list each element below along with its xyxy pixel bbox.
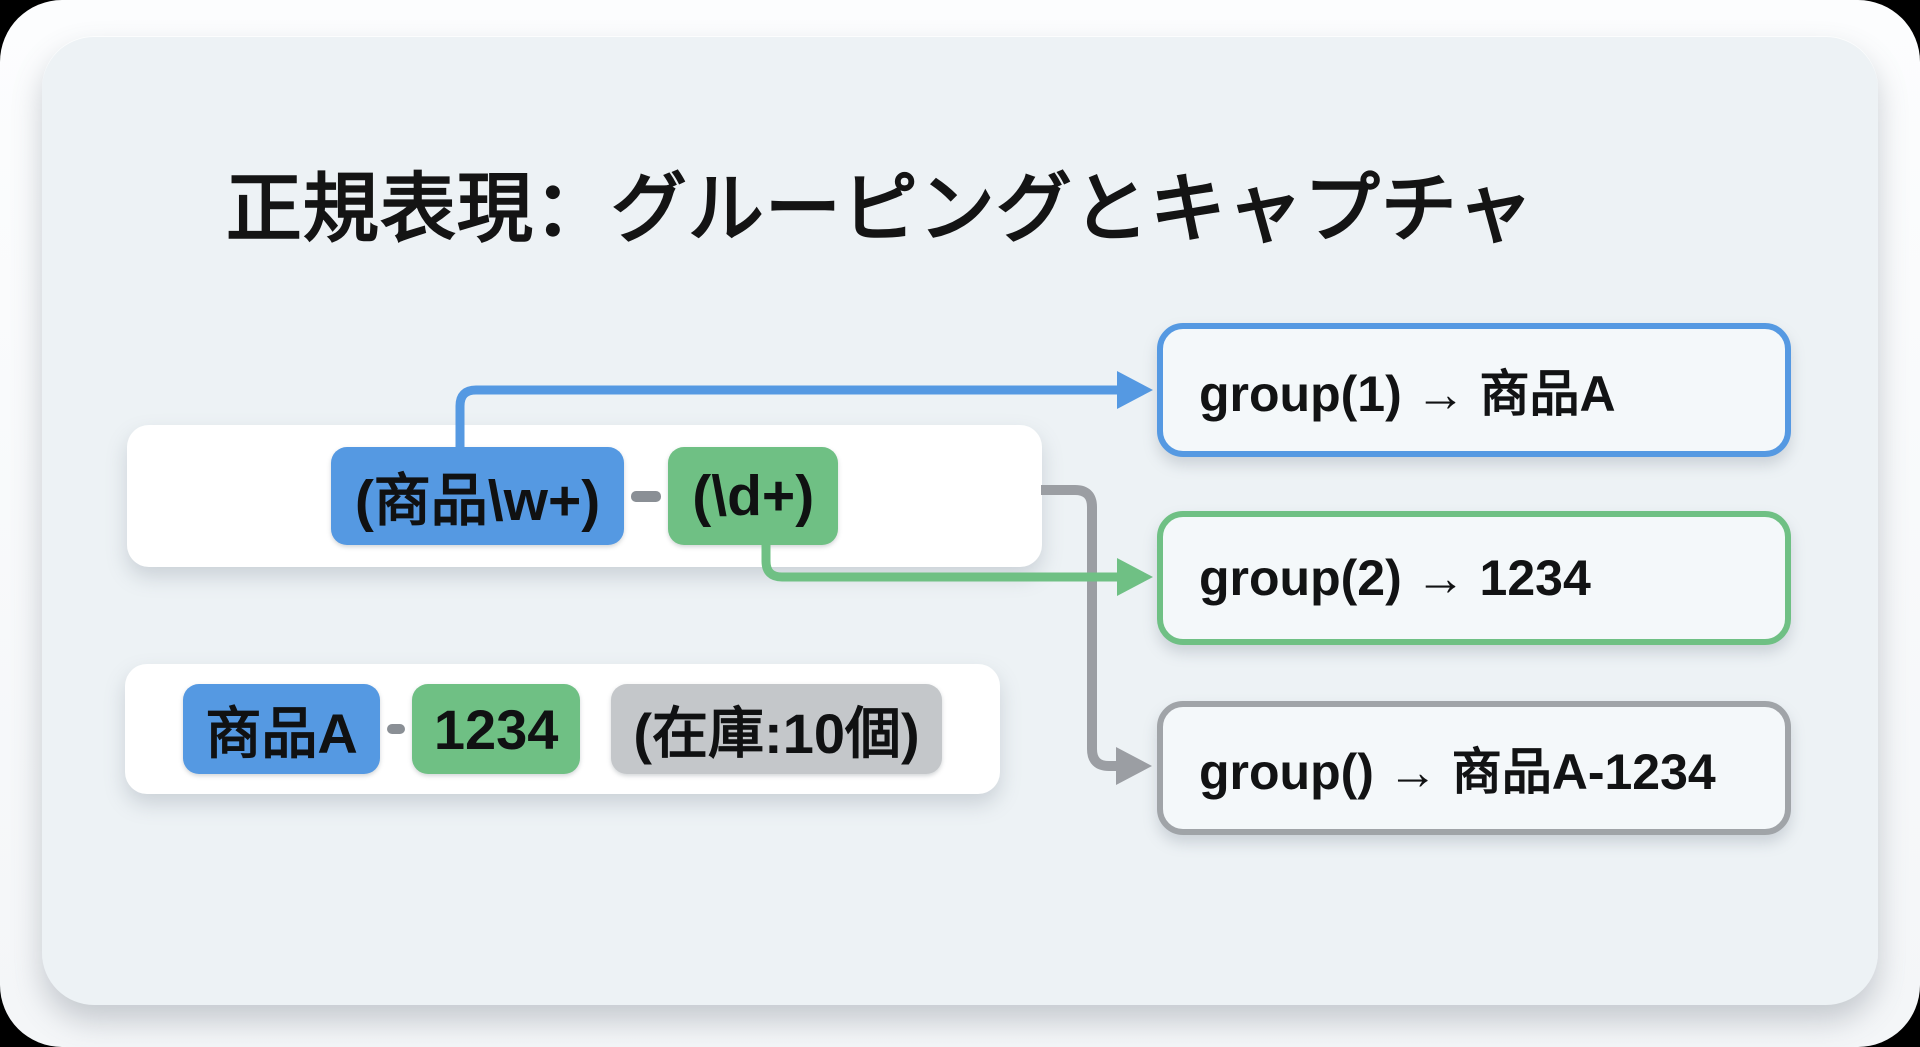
- result-group1-text: group(1) → 商品A: [1199, 366, 1616, 422]
- regex-pattern-box: (商品\w+) (\d+): [127, 425, 1042, 567]
- capture-group-1-chip: (商品\w+): [330, 447, 625, 545]
- matched-group-1-chip: 商品A: [183, 684, 380, 774]
- page-title: 正規表現：グルーピングとキャプチャ: [225, 166, 1535, 252]
- result-whole-match-box: group() → 商品A-1234: [1157, 701, 1791, 835]
- pattern-separator-dash: [631, 490, 662, 502]
- unmatched-text-chip: (在庫:10個): [611, 684, 942, 774]
- result-group2-box: group(2) → 1234: [1157, 511, 1791, 645]
- matched-group-2-chip: 1234: [411, 684, 581, 774]
- sample-separator-dash: [386, 724, 405, 734]
- result-whole-match-text: group() → 商品A-1234: [1199, 744, 1716, 800]
- result-group1-box: group(1) → 商品A: [1157, 323, 1791, 457]
- sample-text-box: 商品A 1234 (在庫:10個): [125, 664, 1000, 794]
- capture-group-2-chip: (\d+): [668, 447, 839, 545]
- result-group2-text: group(2) → 1234: [1199, 550, 1591, 606]
